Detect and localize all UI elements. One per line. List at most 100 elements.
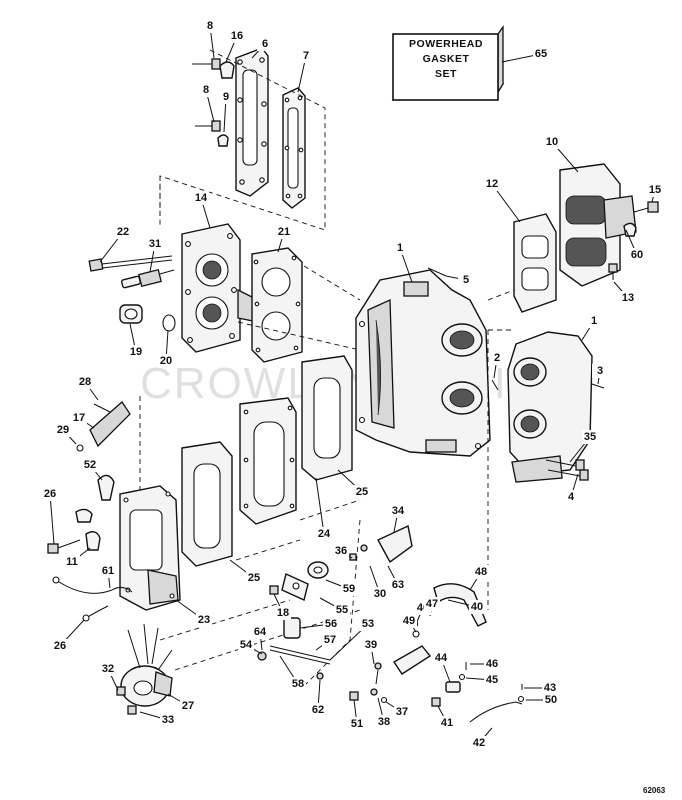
callout-leader-line xyxy=(315,477,325,535)
manifold-hardware xyxy=(608,201,659,280)
callout-label-background xyxy=(275,606,291,620)
transfer-port-cover xyxy=(301,355,353,481)
callout-label-background xyxy=(147,237,163,251)
callout-label-background xyxy=(71,411,87,425)
exhaust-cover-gasket xyxy=(282,87,306,209)
callout-label-background xyxy=(489,351,505,365)
callout-number: 62 xyxy=(312,704,324,716)
box-label-line: SET xyxy=(435,68,457,80)
callout-label-background xyxy=(390,504,406,518)
callout-number: 32 xyxy=(102,663,114,675)
callout-number: 50 xyxy=(545,694,557,706)
bracket-35 xyxy=(349,524,413,564)
callout-label-background xyxy=(316,527,332,541)
callout-number: 17 xyxy=(73,412,85,424)
callout-number: 59 xyxy=(343,583,355,595)
callout-label-background xyxy=(582,430,598,444)
callout-label-background xyxy=(484,673,500,687)
callout-label-background xyxy=(229,29,245,43)
callout-number: 43 xyxy=(544,682,556,694)
callout-label-background xyxy=(252,625,268,639)
callout-label-background xyxy=(458,273,474,287)
callout-label-background xyxy=(276,225,292,239)
callout-number: 25 xyxy=(248,572,260,584)
callout-number: 31 xyxy=(149,238,161,250)
callout-number: 22 xyxy=(117,226,129,238)
callout-number: 30 xyxy=(374,588,386,600)
callout-label-background xyxy=(542,681,558,695)
callout-number: 48 xyxy=(475,566,487,578)
callout-number: 58 xyxy=(292,678,304,690)
callout-label-background xyxy=(471,736,487,750)
dowel-pin xyxy=(427,267,447,277)
callout-number: 18 xyxy=(277,607,289,619)
callout-label-background xyxy=(64,555,80,569)
cover-bolts xyxy=(192,58,235,147)
callout-label-background xyxy=(310,703,326,717)
callout-label-background xyxy=(620,291,636,305)
spark-plug xyxy=(121,268,175,289)
callout-number: 26 xyxy=(54,640,66,652)
callout-label-background xyxy=(439,716,455,730)
callout-number: 60 xyxy=(631,249,643,261)
callout-labels: 1123456788910111213141516171819202122232… xyxy=(42,19,663,750)
callout-label-background xyxy=(298,49,314,63)
end-cap xyxy=(120,665,173,707)
callout-number: 40 xyxy=(471,601,483,613)
head-bolt xyxy=(88,255,173,272)
callout-label-background xyxy=(543,693,559,707)
callout-label-background xyxy=(42,487,58,501)
callout-number: 57 xyxy=(324,634,336,646)
callout-label-background xyxy=(484,177,500,191)
exhaust-cover xyxy=(235,47,269,197)
crankcase-bolts xyxy=(545,459,589,481)
box-label-line: GASKET xyxy=(423,53,470,65)
callout-number: 24 xyxy=(318,528,331,540)
callout-label-background xyxy=(52,639,68,653)
callout-number: 46 xyxy=(486,658,498,670)
callout-number: 8 xyxy=(207,20,213,32)
callout-label-background xyxy=(202,19,218,33)
dowel-pin-small xyxy=(491,379,499,391)
callout-number: 47 xyxy=(426,598,438,610)
callout-number: 10 xyxy=(546,136,558,148)
callout-label-background xyxy=(349,717,365,731)
callout-number: 8 xyxy=(203,84,209,96)
callout-label-background xyxy=(246,571,262,585)
callout-label-background xyxy=(647,183,663,197)
callout-number: 13 xyxy=(622,292,634,304)
callout-number: 1 xyxy=(591,315,597,327)
callout-label-background xyxy=(360,617,376,631)
callout-label-background xyxy=(469,600,485,614)
callout-label-background xyxy=(544,135,560,149)
fitting-parts xyxy=(257,561,331,680)
callout-label-background xyxy=(629,248,645,262)
callout-number: 36 xyxy=(335,545,347,557)
exhaust-plate-gasket xyxy=(181,441,233,567)
callout-number: 63 xyxy=(392,579,404,591)
callout-number: 42 xyxy=(473,737,485,749)
callout-number: 6 xyxy=(262,38,268,50)
callout-number: 19 xyxy=(130,346,142,358)
callout-number: 38 xyxy=(378,716,390,728)
temperature-switch xyxy=(76,401,131,452)
wire-clamps xyxy=(47,474,115,554)
callout-number: 61 xyxy=(102,565,114,577)
powerhead-gasket-set-box: POWERHEAD GASKET SET xyxy=(391,24,505,101)
crankcase-half xyxy=(507,331,593,483)
callout-number: 64 xyxy=(254,626,267,638)
callout-number: 35 xyxy=(584,431,596,443)
callout-number: 29 xyxy=(57,424,69,436)
callout-number: 28 xyxy=(79,376,91,388)
callout-number: 27 xyxy=(182,700,194,712)
callout-label-background xyxy=(290,677,306,691)
wire-lead xyxy=(85,605,109,619)
callout-label-background xyxy=(401,614,417,628)
callout-label-background xyxy=(257,37,273,51)
callout-label-background xyxy=(128,345,144,359)
callout-label-background xyxy=(334,603,350,617)
callout-label-background xyxy=(433,651,449,665)
callout-label-background xyxy=(158,354,174,368)
